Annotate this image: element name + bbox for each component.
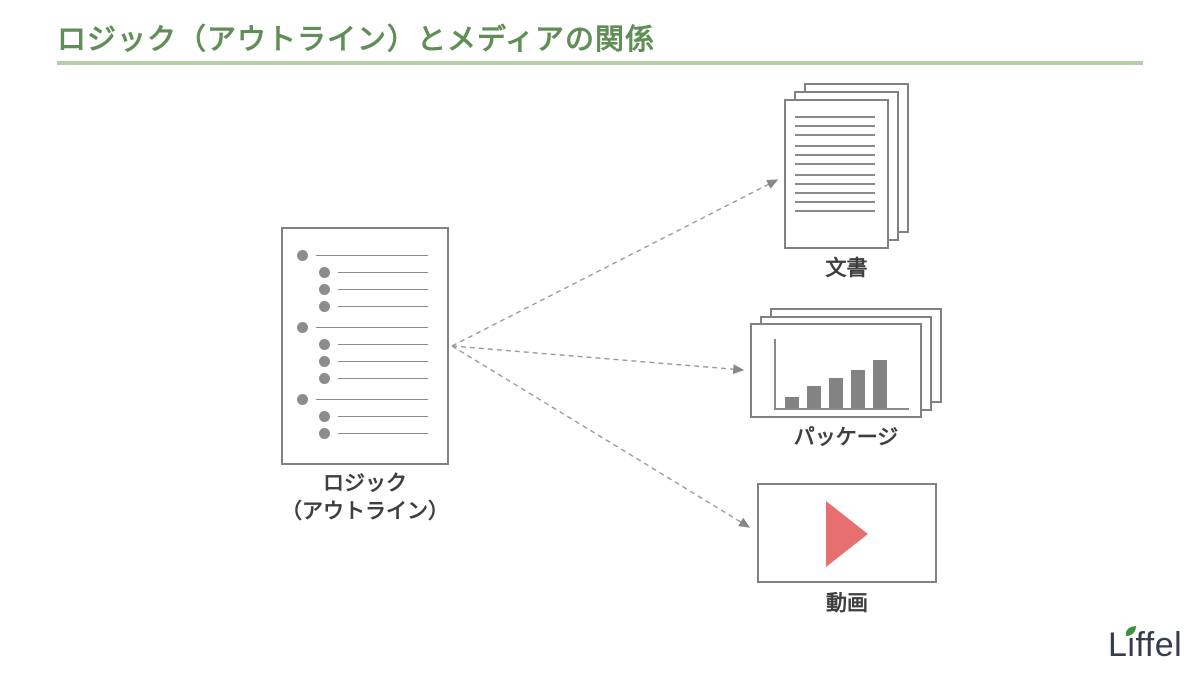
outline-label: ロジック （アウトライン）	[245, 470, 485, 526]
bullet-icon	[319, 301, 330, 312]
bullet-icon	[319, 267, 330, 278]
chart-bar	[807, 386, 821, 408]
outline-row	[283, 281, 447, 298]
video-player-icon	[757, 483, 937, 583]
outline-text-line	[338, 271, 428, 274]
bullet-icon	[297, 322, 308, 333]
title-underline	[57, 61, 1143, 65]
bullet-icon	[319, 339, 330, 350]
document-text-line	[795, 201, 875, 203]
outline-text-line	[338, 360, 428, 363]
document-line-group	[795, 145, 875, 165]
chart-bar	[873, 360, 887, 408]
outline-row	[283, 336, 447, 353]
arrow-to-document	[451, 179, 779, 347]
document-label: 文書	[825, 257, 868, 280]
outline-text-line	[338, 343, 428, 346]
document-text-line	[795, 116, 875, 118]
package-slide-front	[750, 323, 922, 418]
logo-text: Liffel	[1108, 626, 1183, 664]
outline-row	[283, 408, 447, 425]
outline-row	[283, 425, 447, 442]
document-text-line	[795, 210, 875, 212]
bullet-icon	[319, 411, 330, 422]
chart-bar	[785, 397, 799, 408]
outline-text-line	[338, 432, 428, 435]
bullet-icon	[319, 284, 330, 295]
play-icon	[826, 501, 868, 567]
outline-row	[283, 264, 447, 281]
document-text-line	[795, 145, 875, 147]
outline-row	[283, 298, 447, 315]
package-slides-icon	[750, 308, 942, 418]
document-text-line	[795, 174, 875, 176]
bullet-icon	[297, 394, 308, 405]
bullet-icon	[319, 356, 330, 367]
document-stack-icon	[784, 83, 909, 249]
bullet-icon	[319, 428, 330, 439]
bar-chart-icon	[752, 325, 920, 416]
bullet-icon	[297, 250, 308, 261]
outline-label-line1: ロジック	[323, 472, 407, 495]
outline-row	[283, 247, 447, 264]
chart-bar	[851, 370, 865, 408]
document-text-line	[795, 134, 875, 136]
outline-text-line	[338, 305, 428, 308]
chart-x-axis	[774, 408, 909, 410]
outline-text-line	[316, 398, 428, 401]
document-text-line	[795, 154, 875, 156]
outline-row	[283, 370, 447, 387]
outline-text-line	[338, 415, 428, 418]
document-text-line	[795, 183, 875, 185]
document-line-group	[795, 116, 875, 136]
outline-text-line	[316, 326, 428, 329]
document-line-group	[795, 174, 875, 212]
document-text-line	[795, 192, 875, 194]
outline-row	[283, 319, 447, 336]
outline-text-line	[338, 288, 428, 291]
document-page-front	[784, 99, 889, 249]
leaf-icon	[1123, 625, 1139, 638]
liffel-logo: Liffel	[1108, 625, 1183, 665]
outline-text-line	[338, 377, 428, 380]
outline-label-line2: （アウトライン）	[281, 500, 449, 523]
document-text-line	[795, 125, 875, 127]
outline-document-icon	[281, 227, 449, 465]
outline-row	[283, 391, 447, 408]
chart-bar	[829, 378, 843, 408]
page-title: ロジック（アウトライン）とメディアの関係	[57, 24, 655, 56]
package-label: パッケージ	[793, 426, 899, 449]
arrow-to-video	[451, 345, 751, 528]
document-text-line	[795, 163, 875, 165]
arrow-to-package	[451, 345, 745, 375]
chart-y-axis	[774, 339, 776, 408]
bullet-icon	[319, 373, 330, 384]
video-label: 動画	[826, 592, 868, 615]
outline-text-line	[316, 254, 428, 257]
outline-row	[283, 353, 447, 370]
